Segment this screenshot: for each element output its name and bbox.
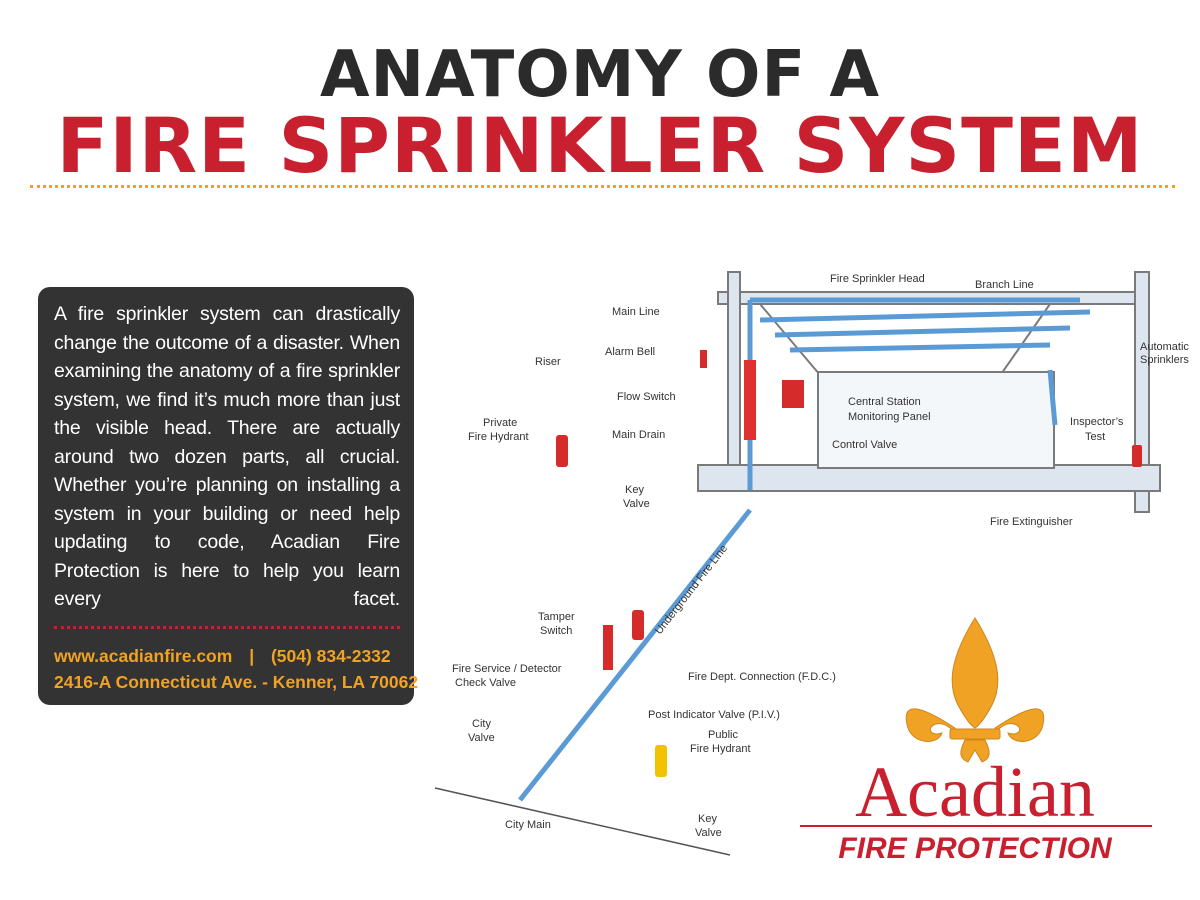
- piv-icon: [603, 625, 613, 670]
- label-fire-hydrant: Fire Hydrant: [468, 431, 529, 443]
- label-central-station: Central Station: [848, 396, 921, 408]
- label-control-valve: Control Valve: [832, 439, 897, 451]
- contact-line-1: www.acadianfire.com | (504) 834-2332: [54, 643, 400, 669]
- label-fire-hydrant-2: Fire Hydrant: [690, 743, 751, 755]
- label-main-drain: Main Drain: [612, 429, 665, 441]
- label-city: City: [472, 718, 491, 730]
- contact-separator: |: [249, 646, 255, 666]
- label-flow-switch: Flow Switch: [617, 391, 676, 403]
- alarm-bell-icon: [700, 350, 707, 368]
- sprinkler-piping: [518, 297, 1091, 802]
- acadian-logo: Acadian FIRE PROTECTION: [800, 617, 1152, 865]
- logo-name: Acadian: [855, 752, 1095, 832]
- label-fire-sprinkler-head: Fire Sprinkler Head: [830, 273, 925, 285]
- fdc-icon: [632, 610, 644, 640]
- label-fire-service-detector: Fire Service / Detector: [452, 663, 562, 675]
- label-fire-extinguisher: Fire Extinguisher: [990, 516, 1073, 528]
- label-public: Public: [708, 729, 738, 741]
- info-panel: [38, 287, 414, 705]
- private-hydrant-icon: [556, 435, 568, 467]
- label-valve-3: Valve: [695, 827, 722, 839]
- logo-tagline: FIRE PROTECTION: [838, 832, 1113, 865]
- label-monitoring-panel: Monitoring Panel: [848, 411, 931, 423]
- monitoring-panel-icon: [782, 380, 804, 408]
- label-valve-2: Valve: [468, 732, 495, 744]
- label-underground-fire-line: Underground Fire Line: [653, 543, 730, 637]
- phone-number[interactable]: (504) 834-2332: [270, 646, 391, 666]
- label-inspectors: Inspector’s: [1070, 416, 1124, 428]
- address: 2416-A Connecticut Ave. - Kenner, LA 700…: [54, 672, 419, 692]
- label-test: Test: [1085, 431, 1105, 443]
- fire-extinguisher-icon: [1132, 445, 1142, 467]
- info-panel-body: A fire sprinkler system can drastically …: [54, 303, 400, 610]
- label-riser: Riser: [535, 356, 561, 368]
- label-switch: Switch: [540, 625, 572, 637]
- label-valve-1: Valve: [623, 498, 650, 510]
- label-city-main: City Main: [505, 819, 551, 831]
- info-panel-divider: [54, 626, 400, 629]
- label-fdc: Fire Dept. Connection (F.D.C.): [688, 671, 836, 683]
- website-link[interactable]: www.acadianfire.com: [54, 646, 233, 666]
- title-line-2: FIRE SPRINKLER SYSTEM: [56, 101, 1144, 190]
- contact-block: www.acadianfire.com | (504) 834-2332 241…: [54, 643, 419, 695]
- riser: [744, 360, 756, 440]
- label-main-line: Main Line: [612, 306, 660, 318]
- fleur-de-lis-icon: [905, 617, 1045, 763]
- title-line-1: ANATOMY OF A: [320, 38, 880, 112]
- building-frame: [697, 271, 1161, 513]
- label-key-2: Key: [698, 813, 717, 825]
- label-piv: Post Indicator Valve (P.I.V.): [648, 709, 780, 721]
- public-hydrant-icon: [655, 745, 667, 777]
- label-private: Private: [483, 417, 517, 429]
- label-alarm-bell: Alarm Bell: [605, 346, 655, 358]
- sprinkler-diagram: Fire Sprinkler Head Branch Line Main Lin…: [434, 271, 1189, 856]
- label-check-valve: Check Valve: [455, 677, 516, 689]
- label-sprinklers: Sprinklers: [1140, 354, 1189, 366]
- label-automatic: Automatic: [1140, 341, 1189, 353]
- label-key-1: Key: [625, 484, 644, 496]
- label-tamper: Tamper: [538, 611, 575, 623]
- title-divider: [30, 185, 1175, 188]
- label-branch-line: Branch Line: [975, 279, 1034, 291]
- ground-line: [434, 787, 731, 856]
